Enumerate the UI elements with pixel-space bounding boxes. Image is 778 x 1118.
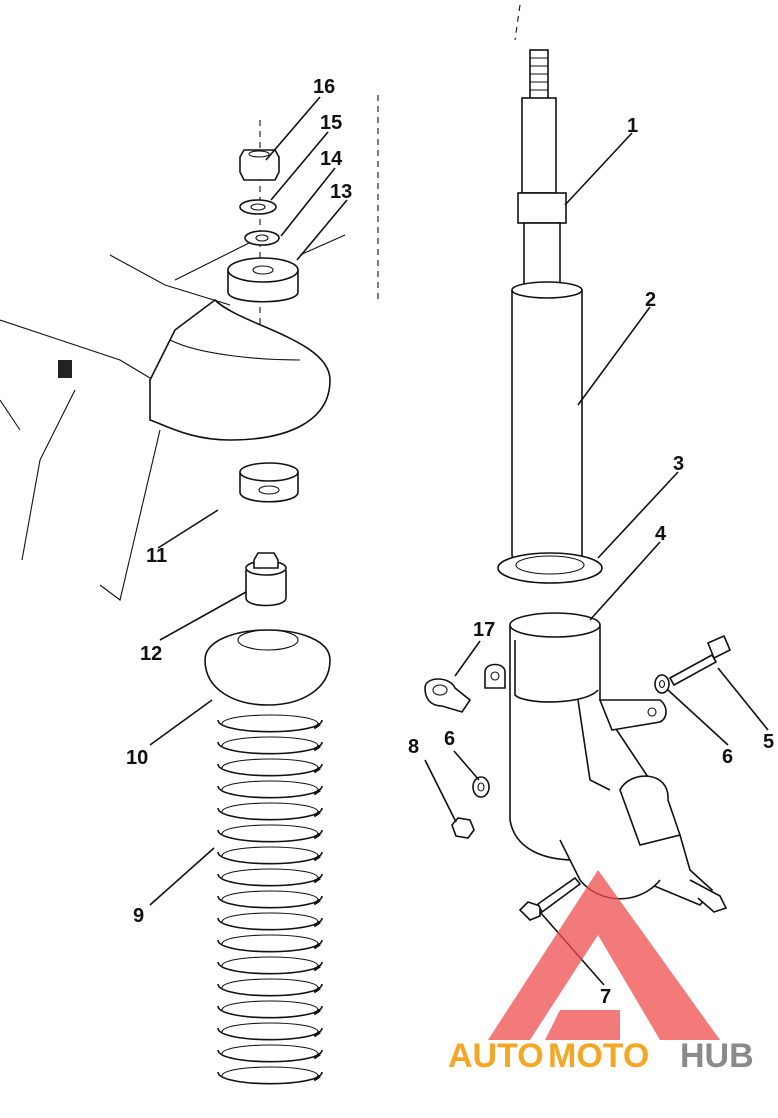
watermark-hub: HUB [680, 1037, 754, 1075]
spring-coil-edge [313, 964, 321, 972]
spring-coil-back [221, 1066, 319, 1077]
spring-coil [217, 1005, 323, 1019]
spring-coil-edge [313, 1030, 321, 1038]
spring-coil-edge [313, 942, 321, 950]
watermark-logo [488, 870, 720, 1040]
part-9-coil-spring [217, 714, 323, 1085]
callout-1: 1 [627, 115, 638, 137]
callout-8: 8 [408, 736, 419, 758]
part-17-brake-hose-clip [424, 678, 472, 713]
callout-6-right: 6 [722, 746, 733, 768]
part-1-piston-rod [517, 49, 567, 286]
part-8-nut [451, 817, 475, 839]
spring-coil-back [221, 736, 319, 747]
part-5-bolt [668, 634, 732, 687]
strut-tower-upper-mount [149, 298, 331, 441]
spring-coil-back [221, 868, 319, 879]
spring-coil-back [221, 758, 319, 769]
watermark-wordmark: AUTO MOTO HUB [448, 1037, 754, 1075]
spring-coil [217, 939, 323, 953]
spring-coil [217, 895, 323, 909]
part-4-strut-housing [484, 612, 728, 913]
part-6-washer-right [654, 674, 670, 694]
spring-coil-back [221, 714, 319, 725]
part-6-washer-left [472, 776, 490, 798]
spring-coil-edge [313, 832, 321, 840]
spring-coil-edge [313, 986, 321, 994]
spring-coil-back [221, 890, 319, 901]
part-10-spring-seat [204, 629, 331, 706]
watermark-auto: AUTO [448, 1037, 544, 1075]
callout-numbers: 1 2 3 4 5 6 6 7 8 9 10 12 11 13 14 15 16… [126, 76, 774, 1008]
body-mount-tab [58, 360, 72, 378]
part-11-lower-bushing [239, 462, 299, 503]
spring-coil-back [221, 978, 319, 989]
callout-15: 15 [320, 112, 342, 134]
spring-coil-back [221, 912, 319, 923]
callout-12: 12 [140, 643, 162, 665]
callout-5: 5 [763, 731, 774, 753]
part-7-bolt [518, 876, 582, 921]
spring-coil-edge [313, 744, 321, 752]
spring-coil [217, 807, 323, 821]
callout-14: 14 [320, 148, 343, 170]
spring-coil-edge [313, 898, 321, 906]
spring-coil [217, 1071, 323, 1085]
callout-6-left: 6 [444, 728, 455, 750]
spring-coil-back [221, 780, 319, 791]
part-15-washer [239, 199, 277, 215]
spring-coil [217, 785, 323, 799]
spring-coil [217, 763, 323, 777]
part-14-washer [244, 230, 280, 246]
part-16-nut [239, 149, 280, 181]
spring-coil-back [221, 802, 319, 813]
spring-coil [217, 719, 323, 733]
spring-coil-edge [313, 1008, 321, 1016]
spring-coil-edge [313, 810, 321, 818]
spring-coil-back [221, 1000, 319, 1011]
spring-coil-edge [313, 854, 321, 862]
part-13-bushing [227, 257, 299, 303]
spring-coil [217, 851, 323, 865]
part-12-jounce-bumper [245, 552, 287, 607]
spring-coil-edge [313, 876, 321, 884]
callout-3: 3 [673, 453, 684, 475]
spring-coil-edge [313, 722, 321, 730]
spring-coil-back [221, 956, 319, 967]
callout-7: 7 [600, 986, 611, 1008]
part-2-shock-absorber [511, 281, 583, 566]
part-3-seal-washer [497, 552, 603, 584]
spring-coil-back [221, 1044, 319, 1055]
spring-coil-edge [313, 1074, 321, 1082]
spring-coil [217, 1049, 323, 1063]
spring-coil-back [221, 934, 319, 945]
spring-coil [217, 983, 323, 997]
spring-coil-edge [313, 766, 321, 774]
spring-coil [217, 1027, 323, 1041]
spring-coil-edge [313, 920, 321, 928]
spring-coil [217, 917, 323, 931]
spring-coil [217, 961, 323, 975]
spring-coil [217, 741, 323, 755]
callout-9: 9 [133, 905, 144, 927]
spring-coil-back [221, 846, 319, 857]
spring-coil-back [221, 824, 319, 835]
spring-coil-back [221, 1022, 319, 1033]
callout-13: 13 [330, 181, 352, 203]
callout-16: 16 [313, 76, 335, 98]
callout-10: 10 [126, 747, 148, 769]
spring-coil-edge [313, 1052, 321, 1060]
callout-11: 11 [146, 545, 167, 567]
callout-2: 2 [645, 289, 656, 311]
callout-17: 17 [473, 619, 495, 641]
spring-coil [217, 829, 323, 843]
callout-4: 4 [655, 523, 667, 545]
spring-coil-edge [313, 788, 321, 796]
spring-coil [217, 873, 323, 887]
watermark-moto: MOTO [548, 1037, 649, 1075]
